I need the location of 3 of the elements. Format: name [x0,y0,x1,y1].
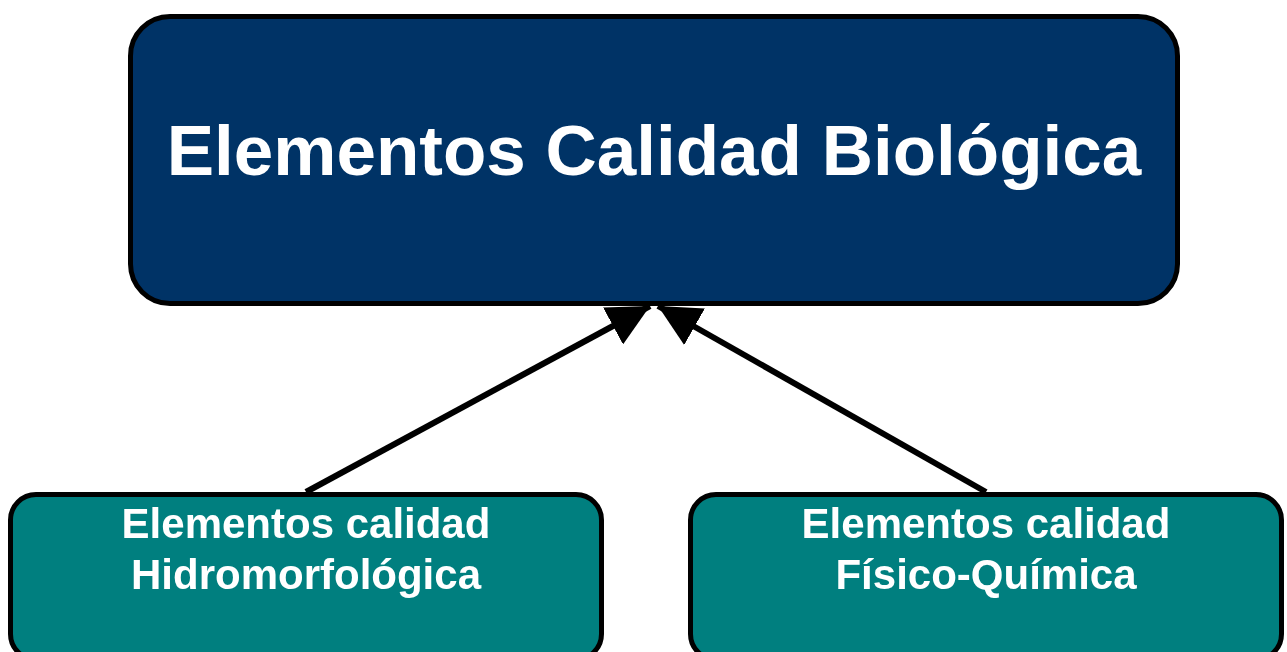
category-box: Elementos calidad Hidromorfológica [8,492,604,652]
category-box: Elementos calidad Físico-Química [688,492,1284,652]
title-box: Elementos Calidad Biológica [128,14,1180,306]
